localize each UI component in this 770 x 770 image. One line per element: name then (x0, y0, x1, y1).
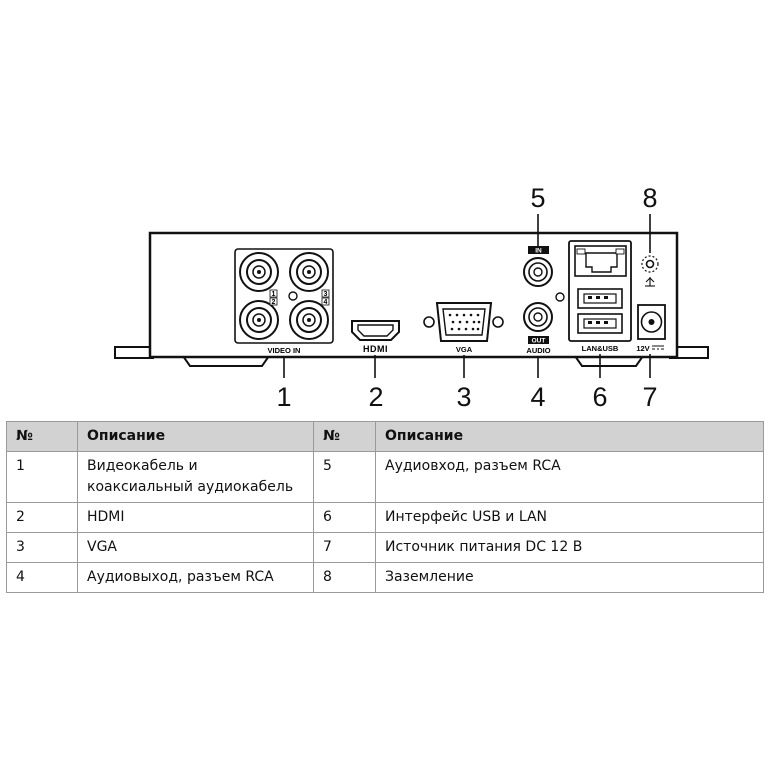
row-number: 3 (6, 532, 78, 563)
table-row: 4 Аудиовыход, разъем RCA 8 Заземление (6, 562, 764, 593)
vga-port (423, 302, 504, 342)
channel-label-4: 4 (324, 299, 328, 306)
left-mounting-ear (114, 346, 154, 359)
lan-usb-label: LAN&USB (582, 344, 619, 353)
video-in-label: VIDEO IN (268, 346, 301, 355)
bnc-connector-4 (289, 300, 329, 340)
row-number: 2 (6, 502, 78, 533)
channel-label-3: 3 (324, 291, 328, 298)
row-description: VGA (77, 532, 314, 563)
channel-label-2: 2 (272, 299, 276, 306)
right-foot (574, 355, 644, 367)
bnc-connector-1 (239, 252, 279, 292)
header-number: № (6, 421, 78, 452)
row-description: Источник питания DC 12 В (375, 532, 764, 563)
row-number: 1 (6, 451, 78, 503)
bnc-connector-3 (289, 252, 329, 292)
audio-out-rca (523, 302, 553, 332)
row-number: 8 (313, 562, 376, 593)
row-description: Интерфейс USB и LAN (375, 502, 764, 533)
row-number: 4 (6, 562, 78, 593)
table-row: 1 Видеокабель и коаксиальный аудиокабель… (6, 451, 764, 503)
table-header-row: № Описание № Описание (6, 421, 764, 452)
lan-usb-block (568, 240, 632, 342)
callout-8: 8 (642, 183, 657, 213)
connector-description-table: № Описание № Описание 1 Видеокабель и ко… (6, 421, 764, 593)
rear-panel-diagram: 1 2 3 4 VIDEO IN HDMI VGA IN OUT AUDIO (114, 183, 709, 412)
row-number: 5 (313, 451, 376, 503)
callout-4: 4 (530, 382, 545, 412)
row-description: Аудиовход, разъем RCA (375, 451, 764, 503)
row-description: Видеокабель и коаксиальный аудиокабель (77, 451, 314, 503)
ground-icon (645, 277, 655, 287)
callout-7: 7 (642, 382, 657, 412)
row-description: Заземление (375, 562, 764, 593)
callout-6: 6 (592, 382, 607, 412)
video-in-connectors: 1 2 3 4 (234, 248, 334, 344)
audio-in-tag (528, 246, 549, 254)
usb-port-2 (577, 313, 623, 334)
row-number: 6 (313, 502, 376, 533)
table-row: 2 HDMI 6 Интерфейс USB и LAN (6, 502, 764, 533)
vga-label: VGA (456, 345, 473, 354)
row-number: 7 (313, 532, 376, 563)
audio-label: AUDIO (526, 346, 550, 355)
audio-indicator (555, 292, 565, 302)
video-in-indicator (288, 291, 298, 301)
audio-out-label: OUT (532, 338, 546, 345)
callout-2: 2 (368, 382, 383, 412)
header-description: Описание (375, 421, 764, 452)
hdmi-port (351, 320, 400, 341)
left-foot (182, 355, 270, 367)
dc-power-jack (637, 304, 666, 340)
row-description: HDMI (77, 502, 314, 533)
row-description: Аудиовыход, разъем RCA (77, 562, 314, 593)
ground-terminal (641, 255, 659, 273)
header-number: № (313, 421, 376, 452)
rj45-port (574, 245, 627, 277)
callout-3: 3 (456, 382, 471, 412)
audio-in-rca (523, 257, 553, 287)
callout-1: 1 (276, 382, 291, 412)
channel-label-1: 1 (272, 291, 276, 298)
power-label: 12V (636, 344, 649, 353)
header-description: Описание (77, 421, 314, 452)
bnc-connector-2 (239, 300, 279, 340)
table-row: 3 VGA 7 Источник питания DC 12 В (6, 532, 764, 563)
hdmi-label: HDMI (363, 344, 388, 354)
usb-port-1 (577, 288, 623, 309)
audio-in-label: IN (535, 248, 542, 255)
dc-symbol-icon (652, 345, 664, 350)
audio-out-tag (528, 336, 549, 344)
callout-5: 5 (530, 183, 545, 213)
